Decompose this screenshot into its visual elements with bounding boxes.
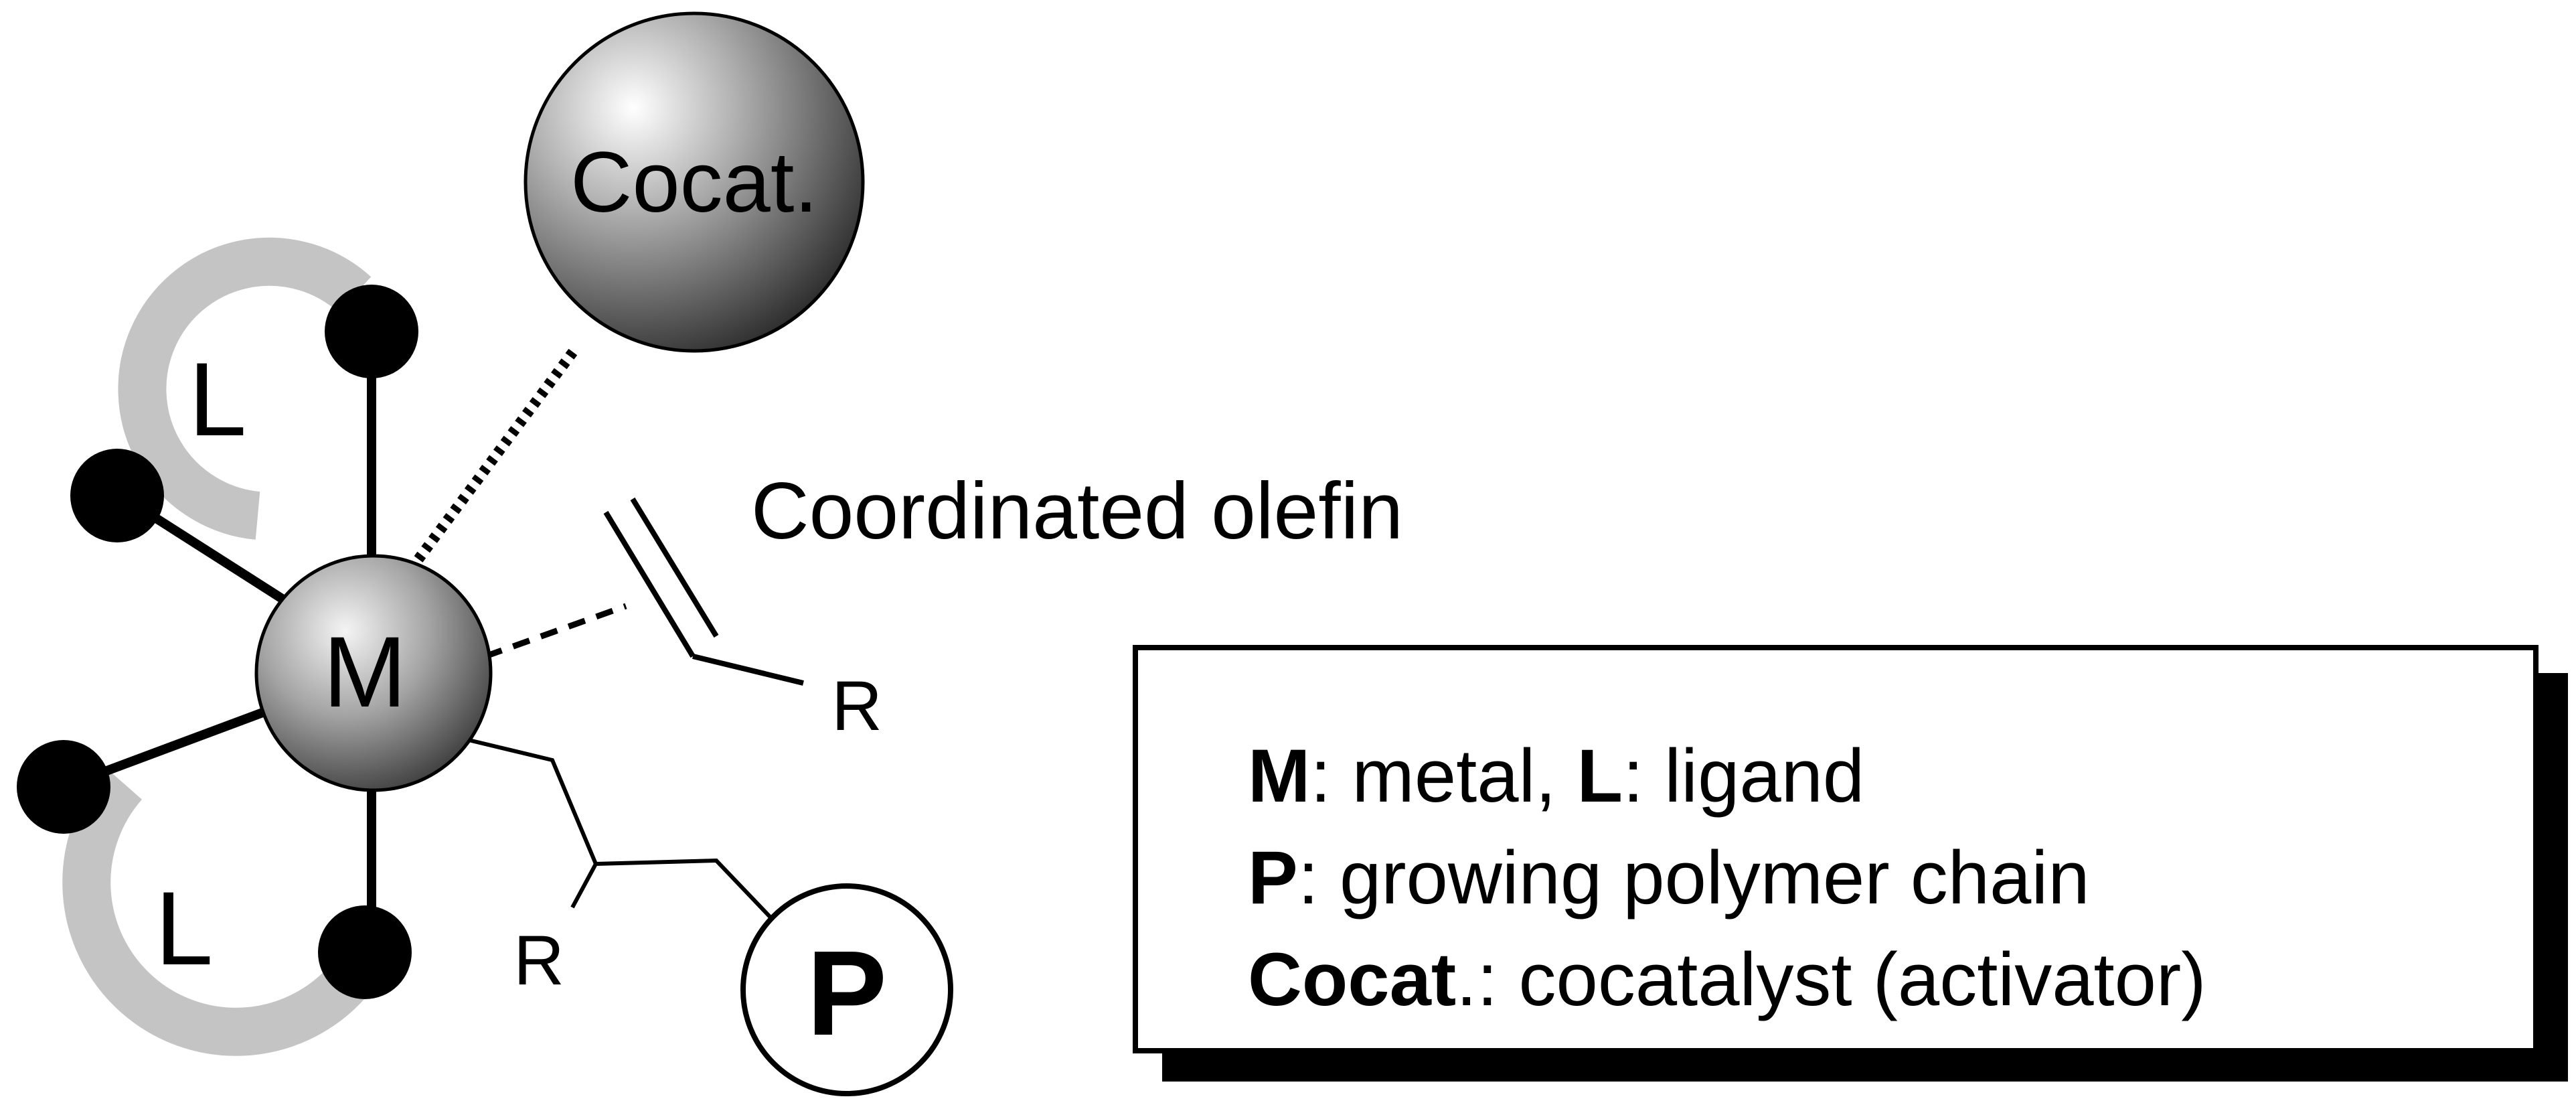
legend-line-cocatalyst: Cocat.: cocatalyst (activator) — [1248, 929, 2206, 1031]
legend-term-ligand: L — [1577, 734, 1623, 818]
legend-line-polymer: P: growing polymer chain — [1248, 827, 2206, 929]
ligand-label-bottom: L — [155, 871, 214, 987]
olefin-bond-1 — [603, 510, 696, 658]
olefin-substituent-label: R — [831, 667, 882, 745]
polymer-label: P — [807, 926, 887, 1061]
olefin-label: Coordinated olefin — [751, 466, 1403, 556]
ligand-arc-top — [118, 237, 372, 540]
legend-term-metal: M — [1248, 734, 1311, 818]
ligand-label-top: L — [189, 342, 247, 458]
legend-text: M: metal, L: ligand P: growing polymer c… — [1248, 725, 2206, 1031]
cocatalyst-label: Cocat. — [570, 135, 818, 230]
legend-term-polymer: P — [1248, 836, 1298, 919]
olefin-coordination — [484, 603, 627, 660]
chain-substituent-bond — [570, 863, 598, 909]
legend-text-ligand: : ligand — [1623, 734, 1865, 818]
metal-label: M — [323, 615, 407, 728]
ligand-arc-bottom — [62, 767, 366, 1056]
polymer-circle — [740, 883, 953, 1096]
legend-text-metal: : metal, — [1310, 734, 1577, 818]
legend-term-cocatalyst: Cocat — [1248, 938, 1457, 1021]
cocatalyst-interaction — [414, 345, 580, 563]
olefin-substituent-bond — [692, 654, 804, 686]
donor-atom-bottom — [318, 905, 412, 999]
metal-sphere — [254, 554, 493, 792]
donor-atom-lower-left — [17, 740, 110, 834]
legend-text-polymer: : growing polymer chain — [1297, 836, 2090, 919]
legend-box: M: metal, L: ligand P: growing polymer c… — [1133, 645, 2539, 1053]
legend-line-metal-ligand: M: metal, L: ligand — [1248, 725, 2206, 827]
donor-atom-top — [325, 285, 418, 378]
chain-substituent-label: R — [513, 921, 564, 1000]
cocatalyst-sphere — [524, 11, 865, 353]
donor-atom-upper-left — [70, 449, 164, 542]
polymer-chain-bonds — [468, 738, 789, 936]
legend-text-cocatalyst: .: cocatalyst (activator) — [1456, 938, 2206, 1021]
olefin-bond-2 — [630, 497, 719, 638]
